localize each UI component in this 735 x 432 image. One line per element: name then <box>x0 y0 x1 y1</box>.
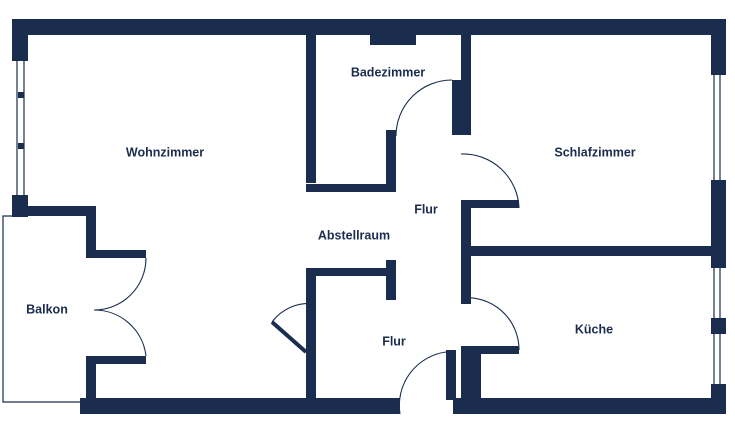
door-balkon-lower-arc <box>93 309 147 357</box>
door-schlaf-arc <box>460 153 520 209</box>
window-left-mullion <box>18 92 24 98</box>
wall-left-top <box>12 19 28 61</box>
door-wohn-leaf <box>270 320 308 354</box>
door-bad-arc <box>395 79 453 137</box>
door-balkon-upper-arc <box>93 257 147 311</box>
label-badezimmer: Badezimmer <box>351 65 425 79</box>
wall-schlaf-bottom <box>461 246 726 256</box>
wall-bad-door-stub <box>386 130 396 192</box>
wall-abstell-bottom <box>306 268 390 276</box>
label-flur-lower: Flur <box>382 334 406 348</box>
wall-bottom-left <box>80 398 400 414</box>
wall-kueche-left <box>461 346 481 404</box>
wall-right-lower-a <box>711 318 726 334</box>
windows <box>16 61 721 384</box>
wall-bad-bottom <box>306 184 390 192</box>
wall-balkon-door-bottom-stub <box>86 356 146 364</box>
wall-abstell-door-stub <box>386 260 396 300</box>
label-kueche: Küche <box>575 322 613 336</box>
label-balkon: Balkon <box>26 302 68 316</box>
wall-right-upper <box>711 19 726 75</box>
door-wohn-arc <box>271 302 317 323</box>
label-abstellraum: Abstellraum <box>318 228 390 242</box>
room-labels: Wohnzimmer Badezimmer Schlafzimmer Flur … <box>26 65 636 348</box>
walls <box>12 19 726 414</box>
doors <box>93 79 520 415</box>
wall-bad-vent <box>370 35 416 45</box>
wall-bad-right <box>461 35 471 135</box>
wall-top <box>12 19 726 35</box>
wall-left-bottom <box>12 195 28 217</box>
wall-balkon-door-top <box>86 206 96 258</box>
balkon-railing <box>2 215 80 403</box>
balkon-outline <box>2 215 80 403</box>
wall-balkon-door-bottom <box>86 356 96 404</box>
label-flur-upper: Flur <box>414 202 438 216</box>
label-wohnzimmer: Wohnzimmer <box>126 145 204 159</box>
wall-balkon-door-top-stub <box>86 250 146 258</box>
door-kueche-arc <box>460 297 520 351</box>
wall-bad-right-stub <box>452 80 462 135</box>
wall-schlaf-door-stub <box>461 200 519 208</box>
window-left-mullion-2 <box>18 143 24 149</box>
wall-bottom-right <box>453 398 726 414</box>
wall-kueche-door-stub <box>461 346 519 354</box>
wall-wohn-right-lower <box>306 268 316 413</box>
label-schlafzimmer: Schlafzimmer <box>554 145 635 159</box>
wall-balkon-top <box>28 206 95 216</box>
door-entrance-arc <box>398 351 447 415</box>
wall-wohn-right <box>306 35 316 183</box>
wall-flur-right-small <box>446 350 456 400</box>
